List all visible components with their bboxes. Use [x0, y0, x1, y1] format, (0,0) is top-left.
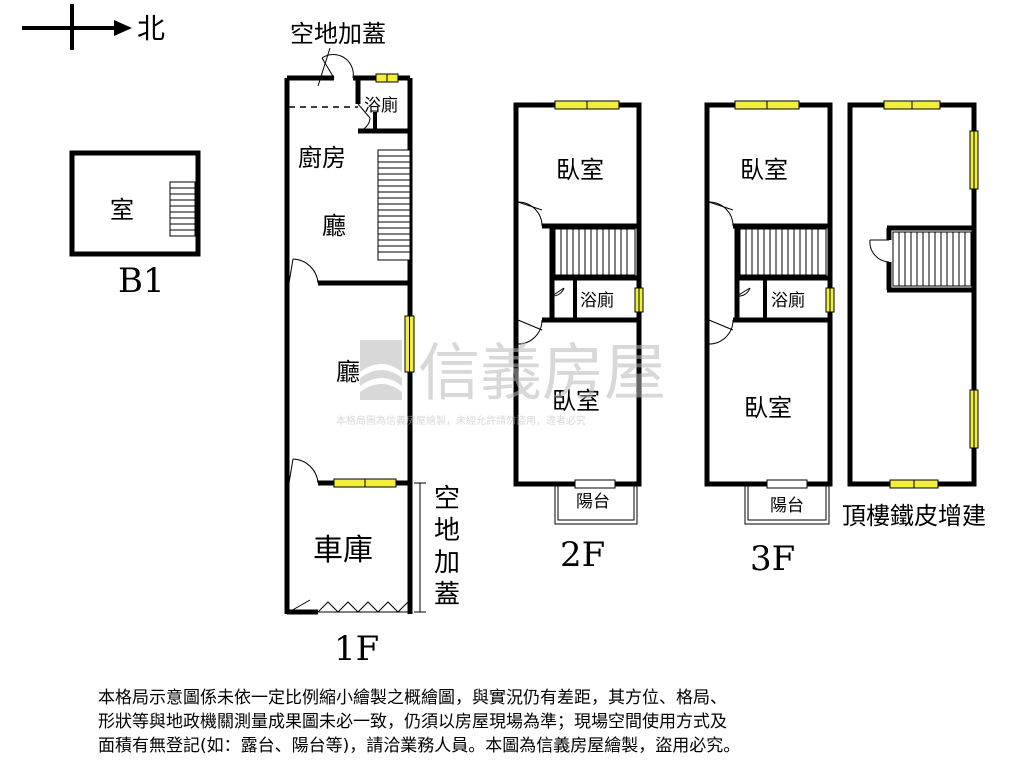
stairs-icon — [739, 228, 827, 276]
window-icon — [634, 287, 644, 313]
north-arrow: 北 — [22, 4, 165, 50]
window-icon — [889, 479, 939, 489]
watermark-notice: 本格局圖為信義房屋繪製，未經允許請勿盜用，違者必究 — [336, 414, 586, 427]
stairs-icon — [377, 149, 411, 261]
door-icon — [288, 258, 319, 284]
window-icon — [333, 478, 397, 488]
window-icon — [969, 389, 979, 449]
balcony-label-3f: 陽台 — [770, 496, 804, 516]
level-label-b1: B1 — [118, 261, 165, 301]
balcony — [744, 479, 830, 525]
door-icon — [321, 54, 354, 79]
disclaimer-line: 本格局示意圖係未依一定比例縮小繪製之概繪圖，與實況仍有差距，其方位、格局、 — [98, 688, 727, 708]
door-icon — [708, 201, 734, 227]
level-label-2f: 2F — [560, 535, 605, 575]
floor-3f: 臥室 浴廁 — [704, 100, 835, 579]
stairs-icon — [554, 228, 636, 276]
door-icon — [288, 458, 319, 484]
level-label-1f: 1F — [334, 629, 379, 669]
watermark-brand: 信義房屋 — [418, 336, 666, 409]
garage-door-icon — [317, 601, 410, 613]
kitchen-label: 廚房 — [298, 144, 346, 172]
north-label: 北 — [137, 12, 165, 45]
side-extension-char: 加 — [434, 548, 460, 578]
door-icon — [288, 599, 311, 613]
brand-logo-icon — [360, 340, 402, 400]
bath-label-3f: 浴廁 — [771, 290, 805, 311]
disclaimer-line: 形狀等與地政機關測量成果圖未必一致，仍須以房屋現場為準；現場空間使用方式及 — [98, 712, 727, 732]
door-icon — [736, 287, 751, 297]
door-icon — [517, 319, 543, 345]
window-icon — [734, 100, 800, 110]
door-icon — [357, 103, 371, 132]
window-icon — [375, 73, 399, 83]
bedroom-label-lower-2f: 臥室 — [552, 387, 600, 415]
balcony-label-2f: 陽台 — [576, 492, 610, 512]
side-extension-char: 蓋 — [434, 580, 460, 610]
floor-roof: 頂樓鐵皮增建 — [842, 100, 986, 530]
hall-label-upper: 廳 — [322, 212, 346, 240]
door-icon — [708, 319, 734, 345]
bedroom-label-lower-3f: 臥室 — [744, 394, 792, 422]
garage-label: 車庫 — [313, 533, 373, 568]
disclaimer: 本格局示意圖係未依一定比例縮小繪製之概繪圖，與實況仍有差距，其方位、格局、 形狀… — [98, 686, 978, 758]
bedroom-label-upper-3f: 臥室 — [740, 156, 788, 184]
disclaimer-line: 面積有無登記(如：露台、陽台等)，請洽業務人員。本圖為信義房屋繪製，盜用必究。 — [98, 736, 741, 756]
window-icon — [883, 100, 941, 110]
door-icon — [517, 201, 543, 227]
bath-label-2f: 浴廁 — [580, 290, 614, 311]
level-label-roof: 頂樓鐵皮增建 — [842, 502, 986, 530]
bedroom-label-upper-2f: 臥室 — [556, 156, 604, 184]
window-icon — [969, 130, 979, 190]
balcony — [554, 479, 638, 525]
room-label-b1: 室 — [110, 196, 134, 224]
window-icon — [404, 315, 415, 373]
stairs-icon — [892, 231, 972, 287]
window-icon — [554, 100, 620, 110]
watermark: 信義房屋 本格局圖為信義房屋繪製，未經允許請勿盜用，違者必究 — [336, 336, 666, 427]
stairs-icon — [169, 181, 196, 237]
floor-b1: 室 B1 — [69, 150, 201, 301]
bath-label-1f: 浴廁 — [364, 95, 398, 116]
side-extension-char: 空 — [434, 484, 460, 514]
floor-2f: 臥室 浴廁 — [513, 100, 644, 575]
floor-1f: 空地加蓋 浴廁 — [284, 20, 460, 669]
top-extension-label: 空地加蓋 — [290, 20, 386, 48]
window-icon — [825, 287, 835, 313]
hall-label-lower: 廳 — [336, 358, 360, 386]
level-label-3f: 3F — [750, 539, 795, 579]
side-extension-char: 地 — [434, 516, 460, 546]
door-icon — [551, 287, 565, 297]
door-icon — [869, 239, 890, 263]
